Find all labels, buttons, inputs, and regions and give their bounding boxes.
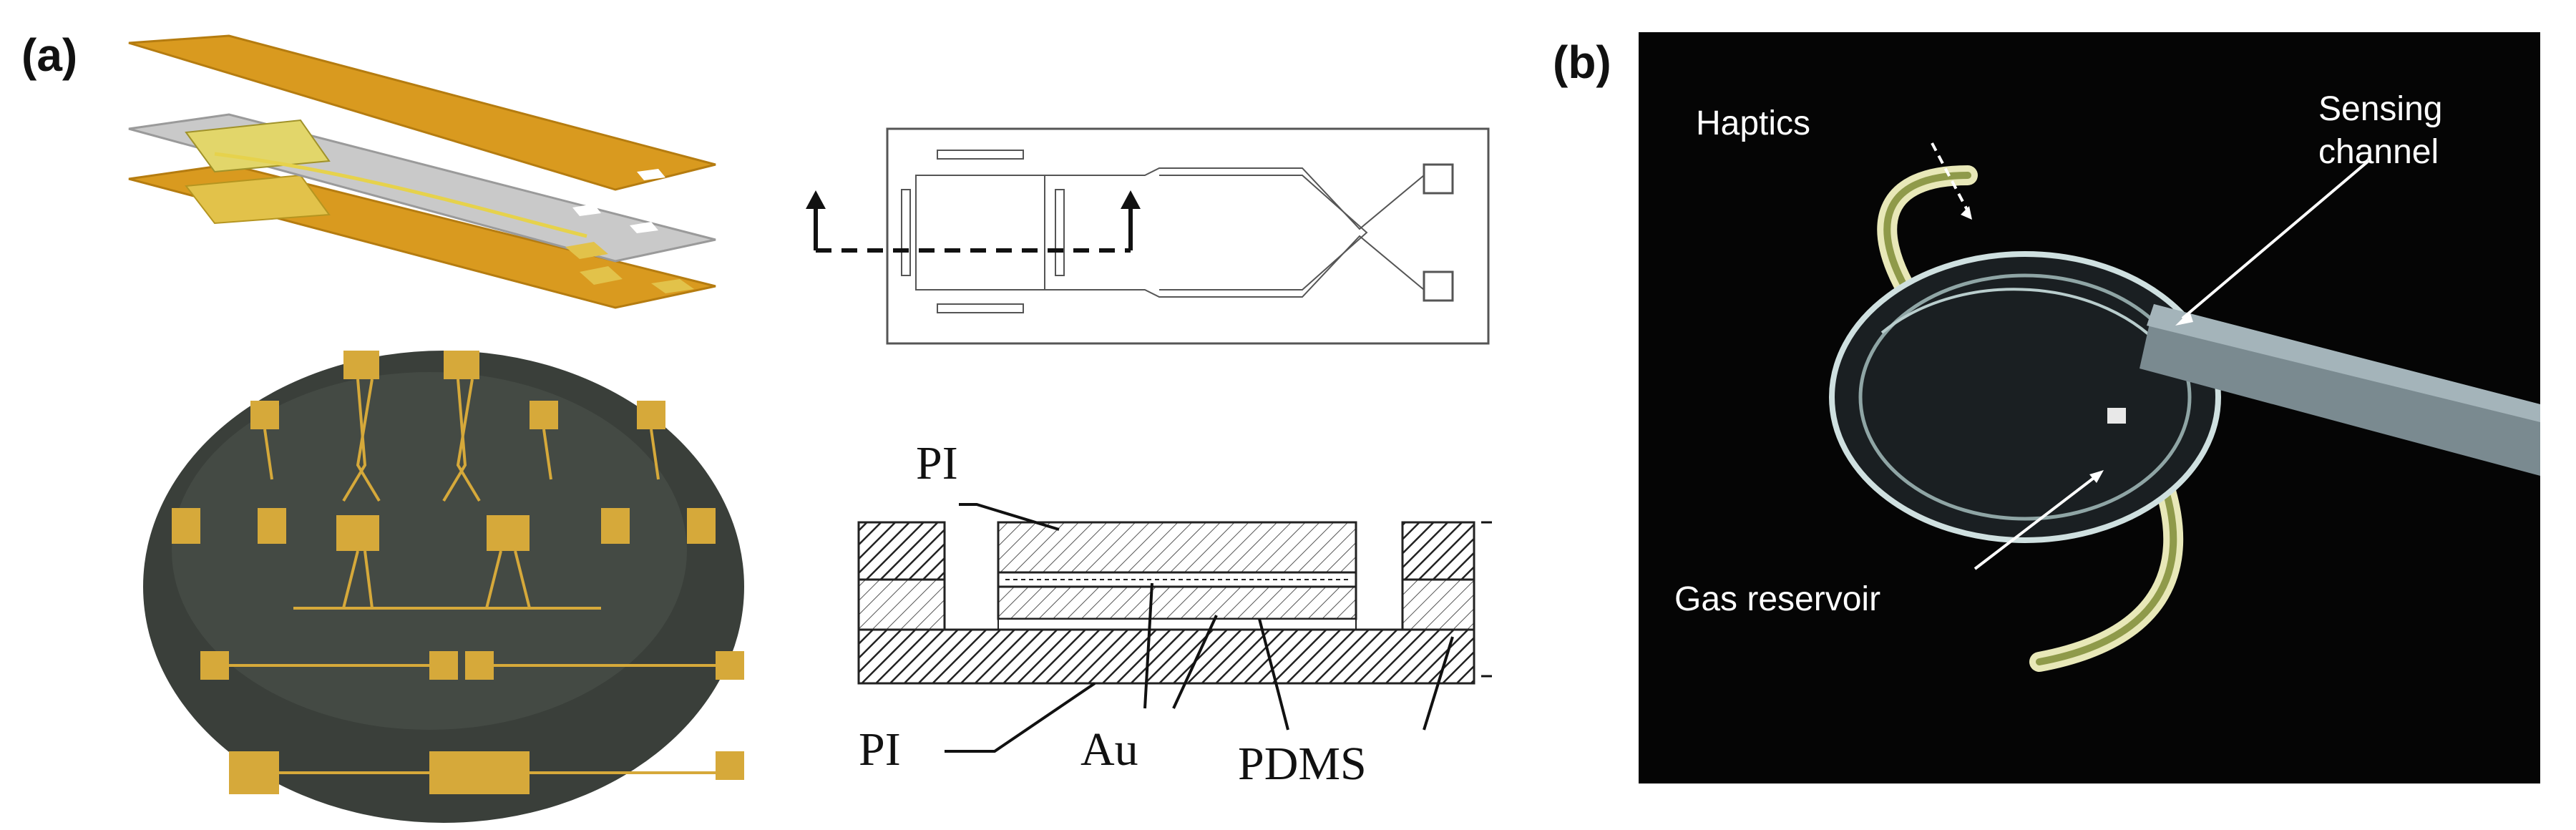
device-wafer-photo [143,351,744,823]
gas-reservoir-annotation: Gas reservoir [1674,580,1881,618]
exploded-layer-diagram [128,34,716,309]
pdms-label: PDMS [1238,738,1367,790]
panel-b-label: (b) [1553,36,1611,88]
sensing-channel-annotation-line2: channel [2318,133,2439,171]
haptics-annotation: Haptics [1696,104,1811,142]
au-label: Au [1080,723,1138,776]
sensing-channel-annotation-line1: Sensing [2318,90,2443,128]
pi-top-label: PI [916,437,958,489]
panel-a-label: (a) [21,29,78,81]
sensor-top-view-diagram [806,127,1490,345]
pi-bottom-label: PI [859,723,901,776]
sensor-cross-section-diagram [857,503,1492,753]
contact-lens-photo [1639,32,2540,783]
